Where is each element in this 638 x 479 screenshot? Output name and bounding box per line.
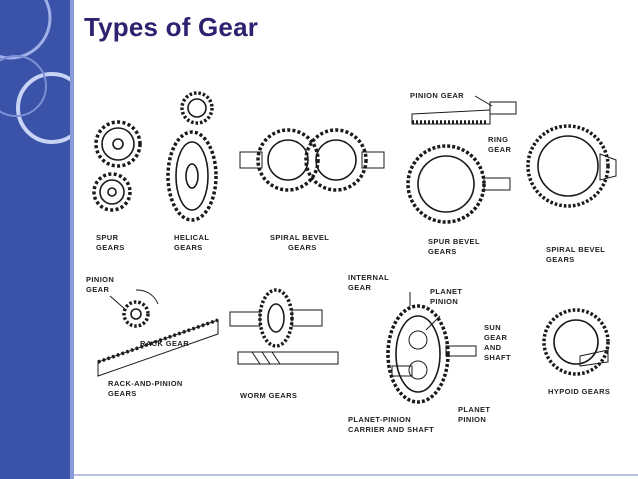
- planet-pinion-label-line2: PINION: [430, 297, 458, 306]
- sun-gear-label-line1: SUN: [484, 323, 501, 332]
- slide-title: Types of Gear: [84, 12, 259, 42]
- hypoid-gears-label: HYPOID GEARS: [548, 387, 610, 396]
- planet-carrier-label-line2: CARRIER AND SHAFT: [348, 425, 434, 434]
- pinion-gear-left-line2: GEAR: [86, 285, 109, 294]
- gear-types-diagram: SPUR GEARS HELICAL GEARS SPIRAL BEVEL GE…: [80, 84, 625, 444]
- internal-gear-label-line1: INTERNAL: [348, 273, 389, 282]
- spur-label-line2: GEARS: [96, 243, 125, 252]
- worm-gears-drawing: [229, 288, 339, 365]
- spiral-bevel-right-line1: SPIRAL BEVEL: [546, 245, 605, 254]
- spur-bevel-label-line1: SPUR BEVEL: [428, 237, 480, 246]
- ring-gear-label-line2: GEAR: [488, 145, 511, 154]
- spiral-bevel-right-drawing: [526, 124, 617, 208]
- helical-gears-drawing: [166, 91, 218, 222]
- rack-gear-label: RACK GEAR: [140, 339, 189, 348]
- hypoid-gears-drawing: [542, 308, 610, 376]
- sidebar-decoration: [0, 0, 70, 144]
- spur-label-line1: SPUR: [96, 233, 119, 242]
- rack-pinion-label-line1: RACK-AND-PINION: [108, 379, 183, 388]
- sun-gear-label-line4: SHAFT: [484, 353, 511, 362]
- spur-bevel-drawing: [406, 144, 511, 224]
- planet-pinion-label-line1: PLANET: [430, 287, 462, 296]
- spur-bevel-label-line2: GEARS: [428, 247, 457, 256]
- ring-gear-label-line1: RING: [488, 135, 508, 144]
- slide-sidebar: [0, 0, 70, 479]
- spiral-bevel-right-line2: GEARS: [546, 255, 575, 264]
- spiral-bevel-center-line2: GEARS: [288, 243, 317, 252]
- helical-label-line2: GEARS: [174, 243, 203, 252]
- pinion-gear-top-label: PINION GEAR: [410, 91, 464, 100]
- sidebar-stripe: [70, 0, 74, 479]
- sun-gear-label-line3: AND: [484, 343, 502, 352]
- sun-gear-label-line2: GEAR: [484, 333, 507, 342]
- internal-gear-label-line2: GEAR: [348, 283, 371, 292]
- pinion-ring-drawing: [411, 95, 517, 125]
- rack-pinion-label-line2: GEARS: [108, 389, 137, 398]
- rack-and-pinion-drawing: [97, 289, 219, 377]
- planet-carrier-label-line1: PLANET-PINION: [348, 415, 411, 424]
- worm-gears-label: WORM GEARS: [240, 391, 297, 400]
- spiral-bevel-center-line1: SPIRAL BEVEL: [270, 233, 329, 242]
- planetary-gear-drawing: [386, 292, 477, 404]
- pinion-gear-left-line1: PINION: [86, 275, 114, 284]
- spiral-bevel-center-drawing: [239, 128, 385, 192]
- helical-label-line1: HELICAL: [174, 233, 209, 242]
- spur-gears-drawing: [92, 120, 142, 212]
- planet-pinion-lower-line1: PLANET: [458, 405, 490, 414]
- planet-pinion-lower-line2: PINION: [458, 415, 486, 424]
- slide-bottom-rule: [74, 474, 638, 476]
